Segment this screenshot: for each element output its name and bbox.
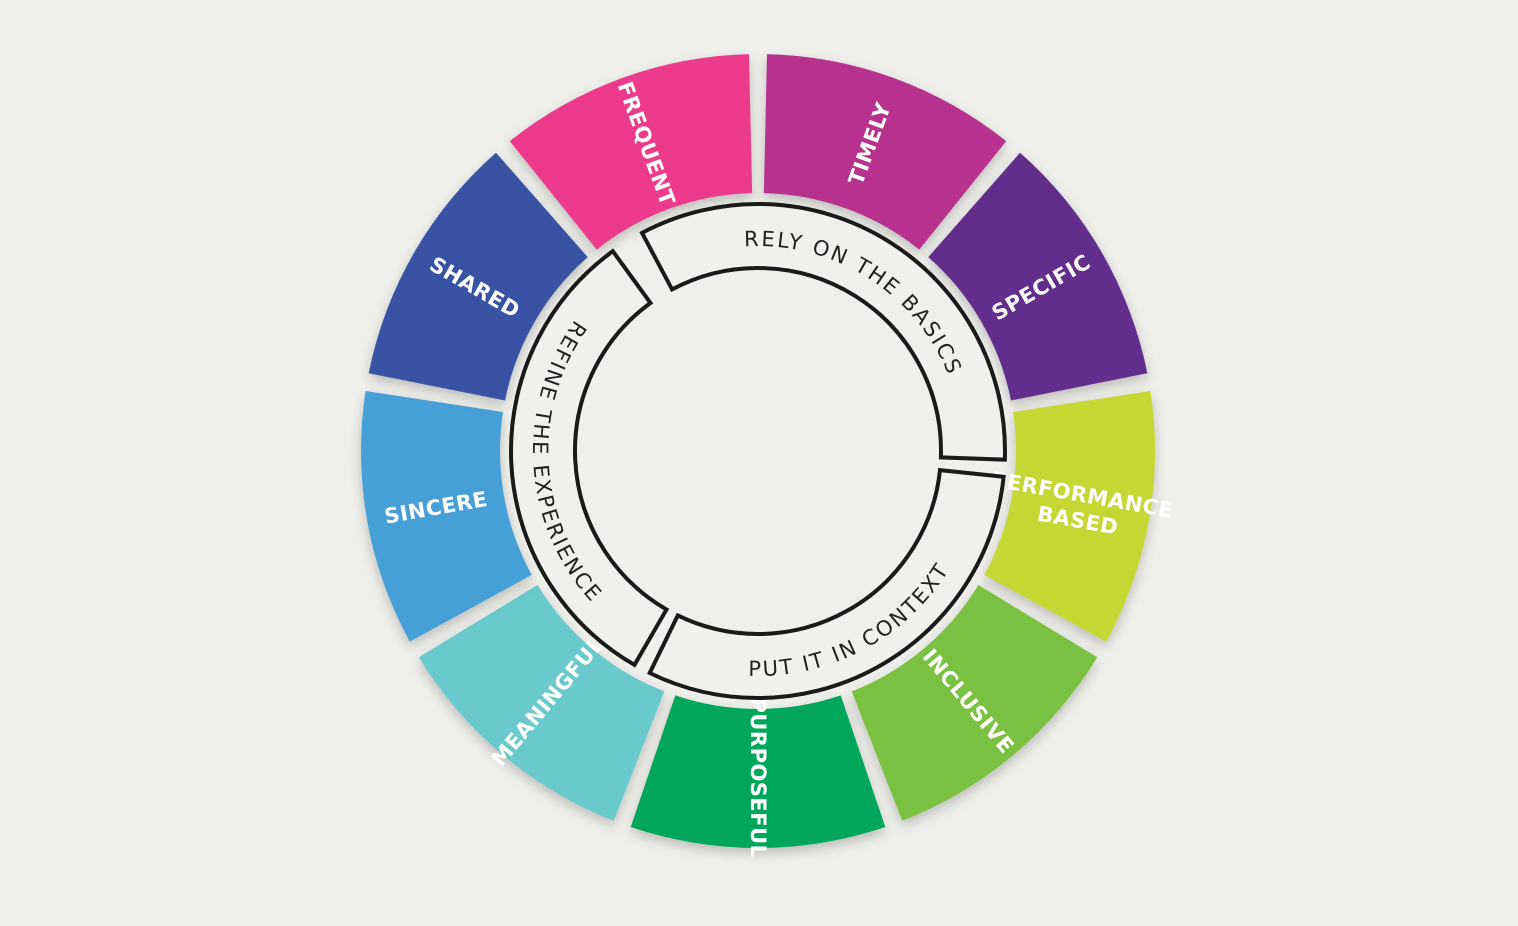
segment-shape (928, 152, 1148, 401)
ring-shape (647, 467, 1006, 700)
segment-inclusive: INCLUSIVE (851, 585, 1098, 821)
segment-shape (630, 695, 886, 848)
segment-shape (361, 390, 532, 642)
ring-refine-the-experience: REFINE THE EXPERIENCE (508, 248, 670, 668)
ring-shape (639, 202, 1007, 462)
segment-shape (509, 54, 753, 250)
segment-shape (763, 54, 1007, 250)
segment-performance-based: PERFORMANCEBASED (984, 390, 1175, 642)
segment-shared: SHARED (368, 152, 588, 401)
segment-specific: SPECIFIC (928, 152, 1148, 401)
segment-shape (984, 390, 1155, 642)
segment-frequent: FREQUENT (509, 54, 753, 250)
segment-shape (418, 585, 665, 821)
segment-timely: TIMELY (763, 54, 1007, 250)
segment-shape (368, 152, 588, 401)
segment-meaningful: MEANINGFUL (418, 585, 665, 821)
segment-label: PURPOSEFUL (746, 697, 770, 858)
segment-shape (851, 585, 1098, 821)
segment-sincere: SINCERE (361, 390, 532, 642)
segment-purposeful: PURPOSEFUL (630, 695, 886, 859)
ring-shape (508, 248, 670, 668)
